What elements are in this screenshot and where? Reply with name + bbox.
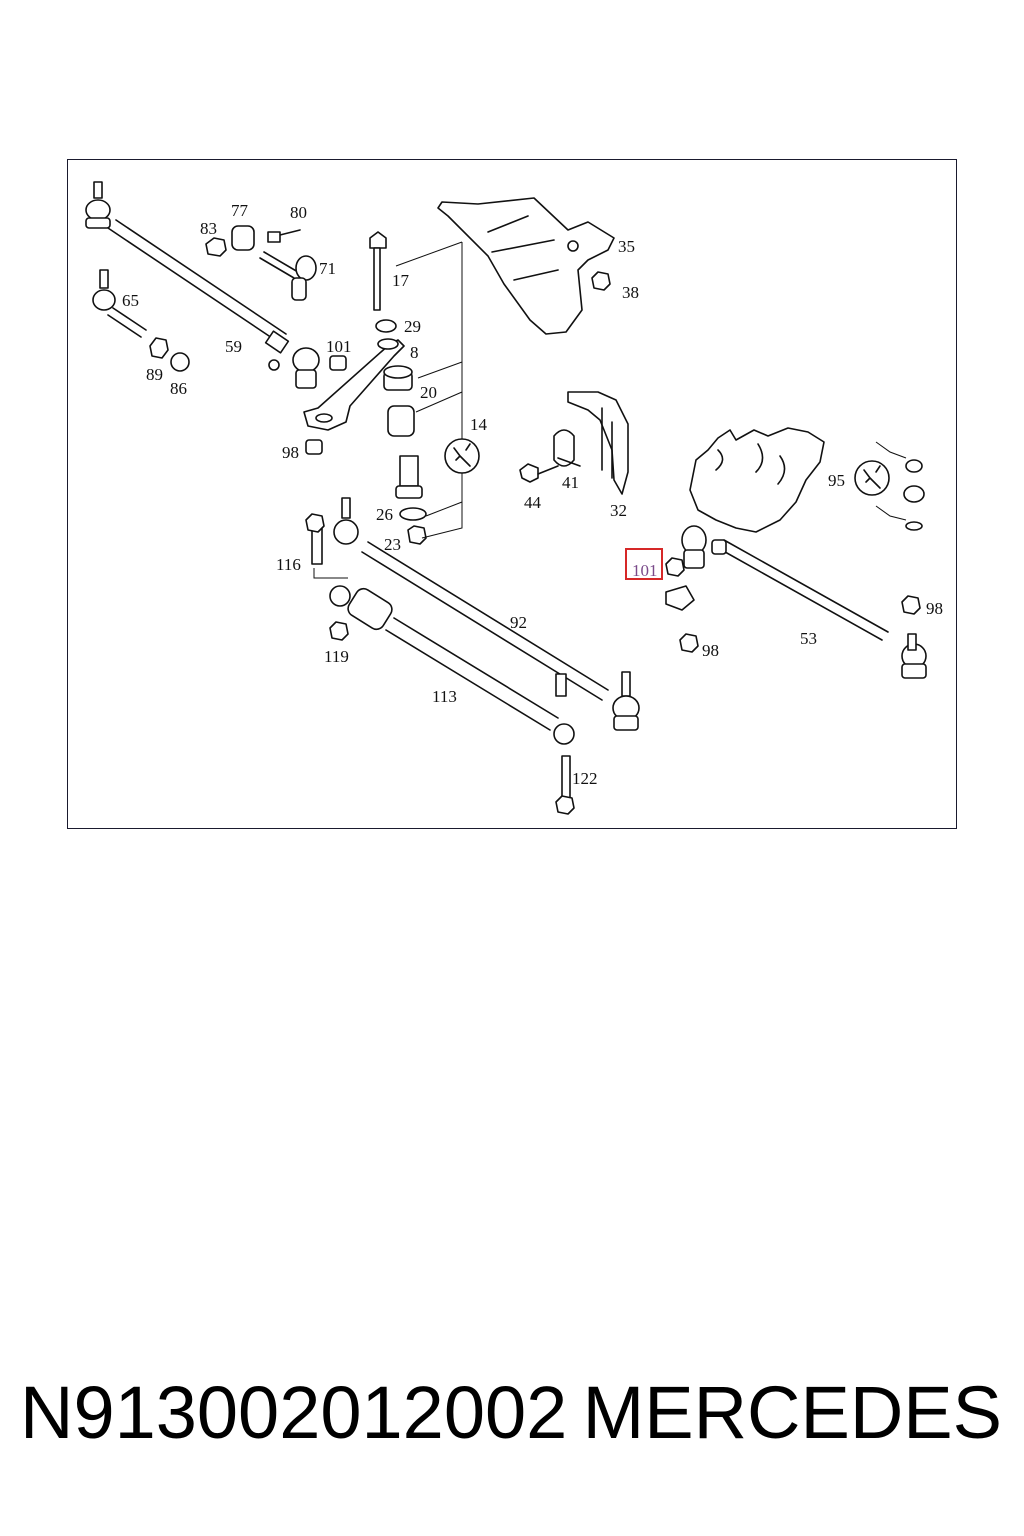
callout-59: 59 [225, 337, 242, 356]
callout-80: 80 [290, 203, 307, 222]
callout-32: 32 [610, 501, 627, 520]
steering-gear-box [689, 427, 925, 533]
callout-98-upper: 98 [282, 443, 299, 462]
callout-86: 86 [170, 379, 187, 398]
callout-44: 44 [524, 493, 542, 512]
callout-116: 116 [276, 555, 301, 574]
callout-65: 65 [122, 291, 139, 310]
callout-71: 71 [319, 259, 336, 278]
callout-98-lower: 98 [702, 641, 719, 660]
pivot-stack-17-29-20-26-23 [369, 231, 480, 545]
bracket-35 [437, 197, 615, 335]
highlight-box [625, 548, 663, 580]
callout-113: 113 [432, 687, 457, 706]
callout-20: 20 [420, 383, 437, 402]
steering-damper-113 [305, 513, 575, 815]
callout-29: 29 [404, 317, 421, 336]
part-number: N913002012002 [20, 1371, 568, 1454]
callout-53: 53 [800, 629, 817, 648]
tie-rod-59 [85, 181, 320, 389]
tie-rod-end-65 [92, 269, 190, 372]
callout-122: 122 [572, 769, 598, 788]
callout-92: 92 [510, 613, 527, 632]
idler-arm-8 [303, 338, 405, 455]
callout-95: 95 [828, 471, 845, 490]
screw-44 [519, 463, 559, 483]
callout-8: 8 [410, 343, 419, 362]
callout-98-right: 98 [926, 599, 943, 618]
callout-17: 17 [392, 271, 410, 290]
callout-101-highlighted: 101 [632, 561, 658, 580]
drag-link-92 [333, 497, 640, 731]
bracket-32 [567, 391, 629, 495]
callout-83: 83 [200, 219, 217, 238]
callout-101-upper: 101 [326, 337, 352, 356]
brand-name: MERCEDES [582, 1371, 1002, 1454]
steering-linkage-diagram: 77 80 83 71 65 59 89 86 101 98 17 29 8 2… [85, 181, 943, 815]
callout-23: 23 [384, 535, 401, 554]
callout-26: 26 [376, 505, 393, 524]
callout-41: 41 [562, 473, 579, 492]
callout-89: 89 [146, 365, 163, 384]
clamp-41 [553, 429, 581, 467]
tie-rod-53 [665, 525, 927, 679]
bracket-parts-77-80-83-71 [205, 225, 317, 301]
footer: N913002012002 MERCEDES [0, 1370, 1024, 1470]
highlighted-callout-101[interactable]: 101 [625, 548, 663, 580]
callout-38: 38 [622, 283, 639, 302]
parts-diagram-frame: 77 80 83 71 65 59 89 86 101 98 17 29 8 2… [67, 159, 957, 829]
callout-14: 14 [470, 415, 488, 434]
callout-77: 77 [231, 201, 249, 220]
callout-35: 35 [618, 237, 635, 256]
callout-119: 119 [324, 647, 349, 666]
